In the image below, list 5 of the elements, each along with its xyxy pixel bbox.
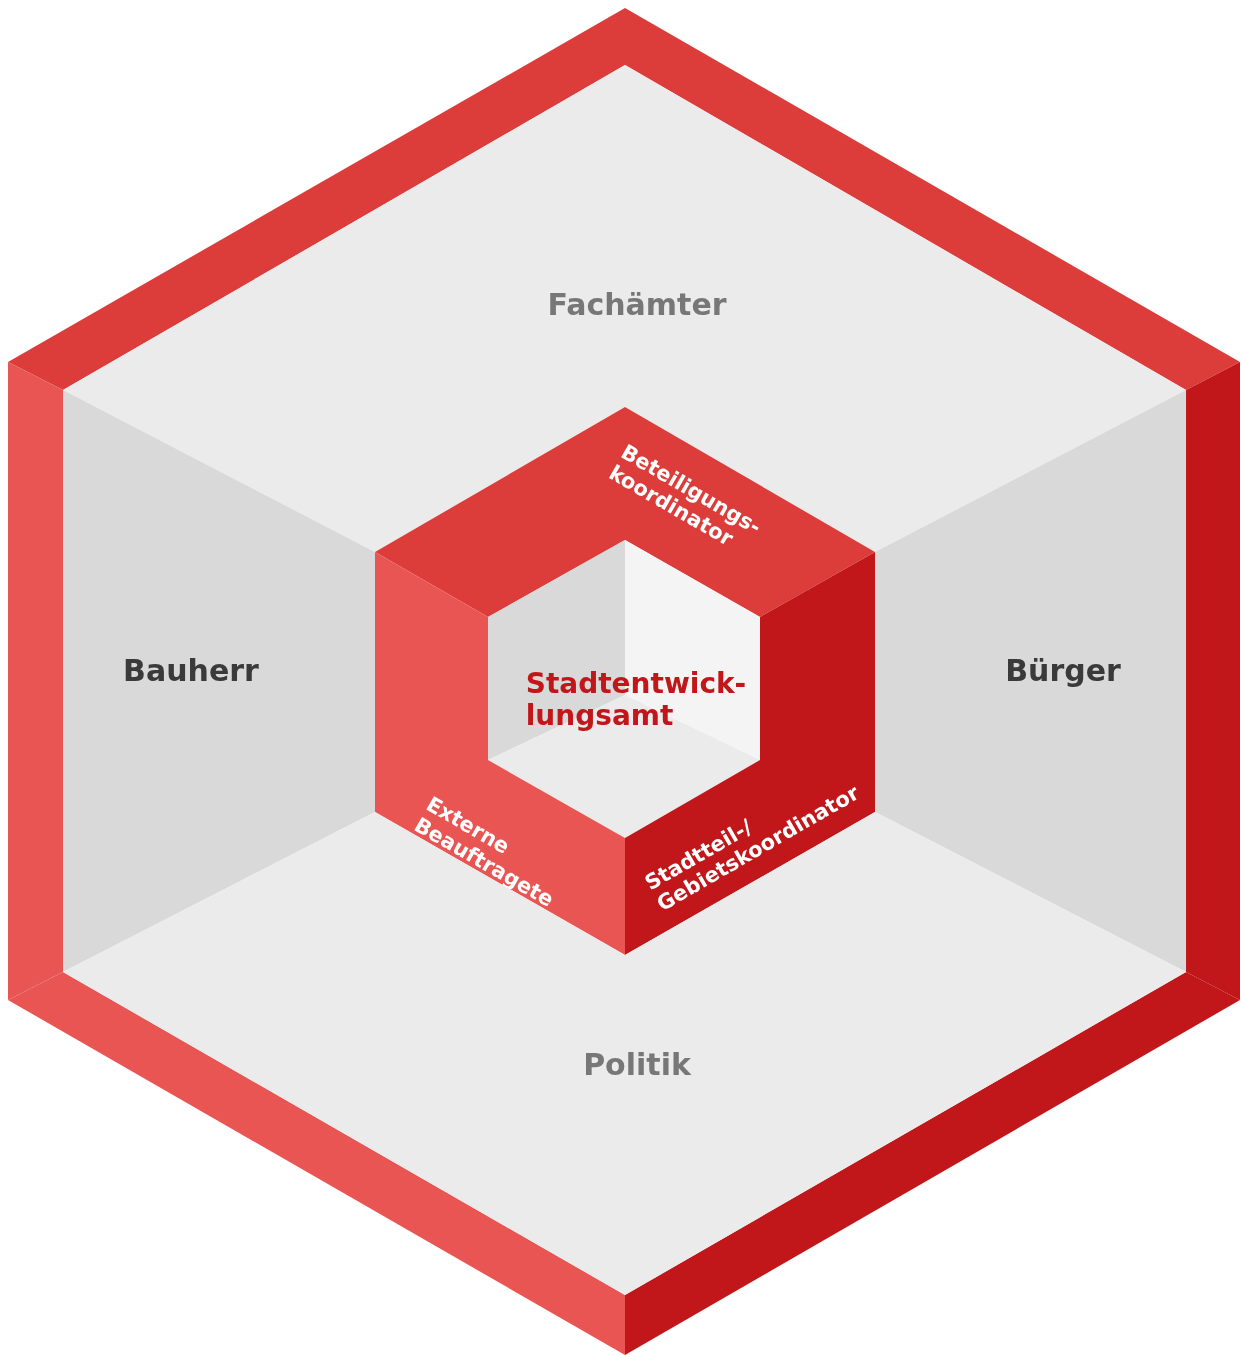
face-label: Politik bbox=[583, 1047, 691, 1083]
face-label: Stadtentwick- lungsamt bbox=[525, 667, 747, 733]
face-label: Bürger bbox=[1005, 653, 1121, 689]
face-label: Fachämter bbox=[547, 287, 727, 323]
face-label: Bauherr bbox=[123, 653, 259, 689]
